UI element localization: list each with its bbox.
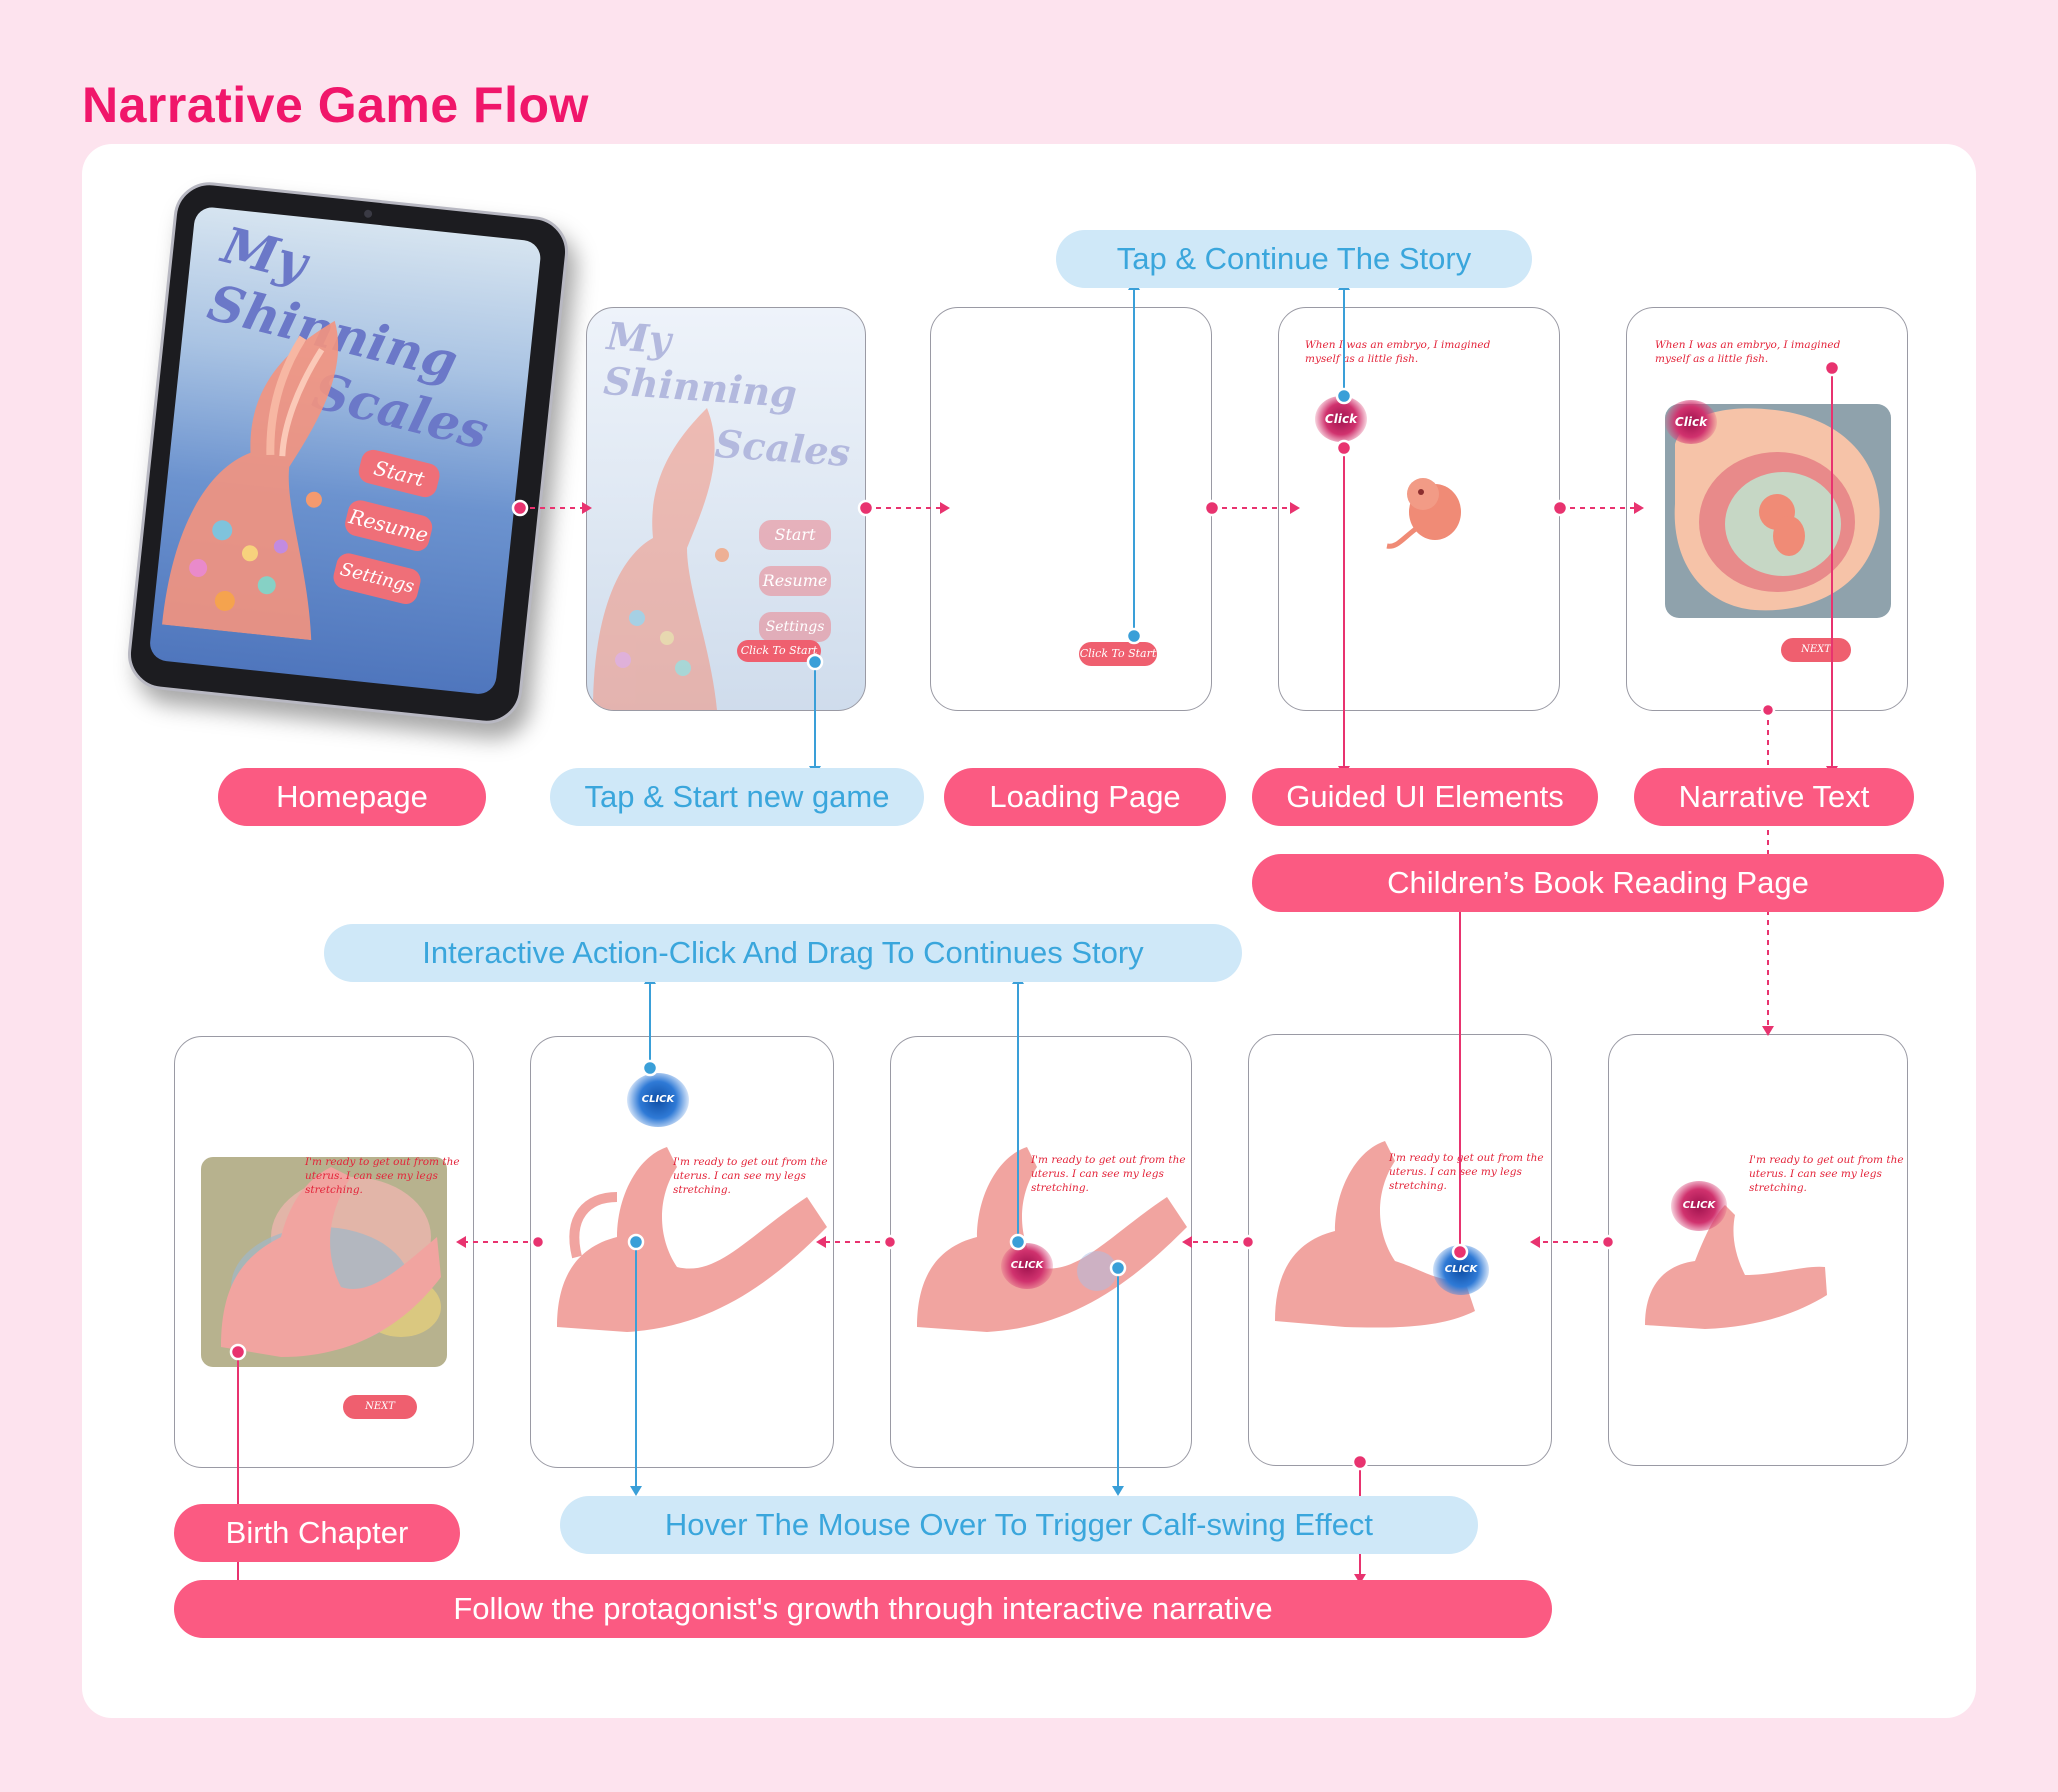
label-hover: Hover The Mouse Over To Trigger Calf-swi… — [560, 1496, 1478, 1554]
label-tap-start: Tap & Start new game — [550, 768, 924, 826]
label-interactive-action: Interactive Action-Click And Drag To Con… — [324, 924, 1242, 982]
label-tap-continue: Tap & Continue The Story — [1056, 230, 1532, 288]
label-follow: Follow the protagonist's growth through … — [174, 1580, 1552, 1638]
label-childrens-book: Children’s Book Reading Page — [1252, 854, 1944, 912]
label-homepage: Homepage — [218, 768, 486, 826]
label-birth-chapter: Birth Chapter — [174, 1504, 460, 1562]
label-guided-ui: Guided UI Elements — [1252, 768, 1598, 826]
label-loading-page: Loading Page — [944, 768, 1226, 826]
label-narrative-text: Narrative Text — [1634, 768, 1914, 826]
